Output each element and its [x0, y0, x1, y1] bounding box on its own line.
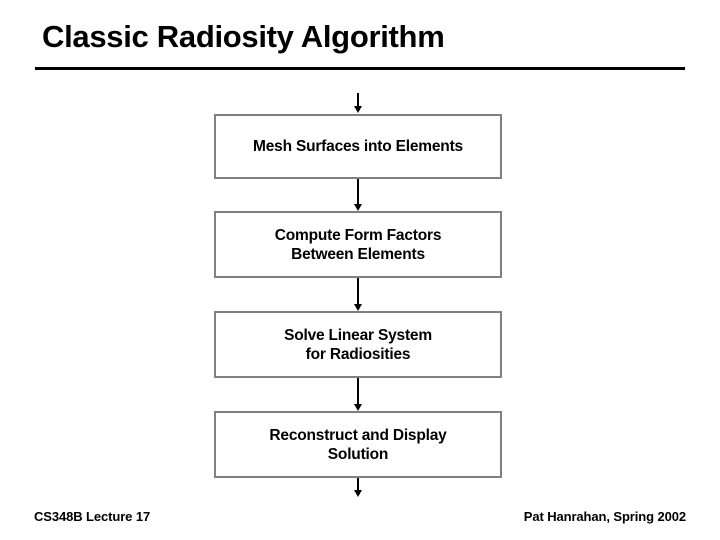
title-divider [35, 67, 685, 70]
flow-step-label: Compute Form Factors Between Elements [274, 226, 442, 263]
entry-arrow-icon [353, 93, 362, 115]
flow-step-label: Reconstruct and Display Solution [269, 426, 447, 463]
flow-step-label: Solve Linear System for Radiosities [284, 326, 432, 363]
arrow-head [353, 490, 362, 497]
arrow-shaft [357, 278, 359, 305]
arrow-head [353, 204, 362, 211]
arrow-shaft [357, 478, 359, 491]
flow-step-reconstruct-and-display[interactable]: Reconstruct and Display Solution [214, 411, 502, 478]
footer-course-label: CS348B Lecture 17 [34, 509, 151, 524]
flow-step-solve-linear-system[interactable]: Solve Linear System for Radiosities [214, 311, 502, 378]
flow-step-mesh-surfaces[interactable]: Mesh Surfaces into Elements [214, 114, 502, 179]
arrow-head [353, 304, 362, 311]
flow-step-compute-form-factors[interactable]: Compute Form Factors Between Elements [214, 211, 502, 278]
arrow-shaft [357, 93, 359, 108]
arrow-head [353, 404, 362, 411]
arrow-head [353, 106, 362, 113]
arrow-shaft [357, 378, 359, 405]
connector-arrow-icon-1 [353, 179, 362, 212]
connector-arrow-icon-3 [353, 378, 362, 412]
arrow-shaft [357, 179, 359, 205]
connector-arrow-icon-2 [353, 278, 362, 312]
page-title: Classic Radiosity Algorithm [42, 19, 445, 54]
exit-arrow-icon [353, 478, 362, 498]
flow-step-label: Mesh Surfaces into Elements [253, 138, 463, 155]
footer-author-label: Pat Hanrahan, Spring 2002 [523, 509, 686, 524]
